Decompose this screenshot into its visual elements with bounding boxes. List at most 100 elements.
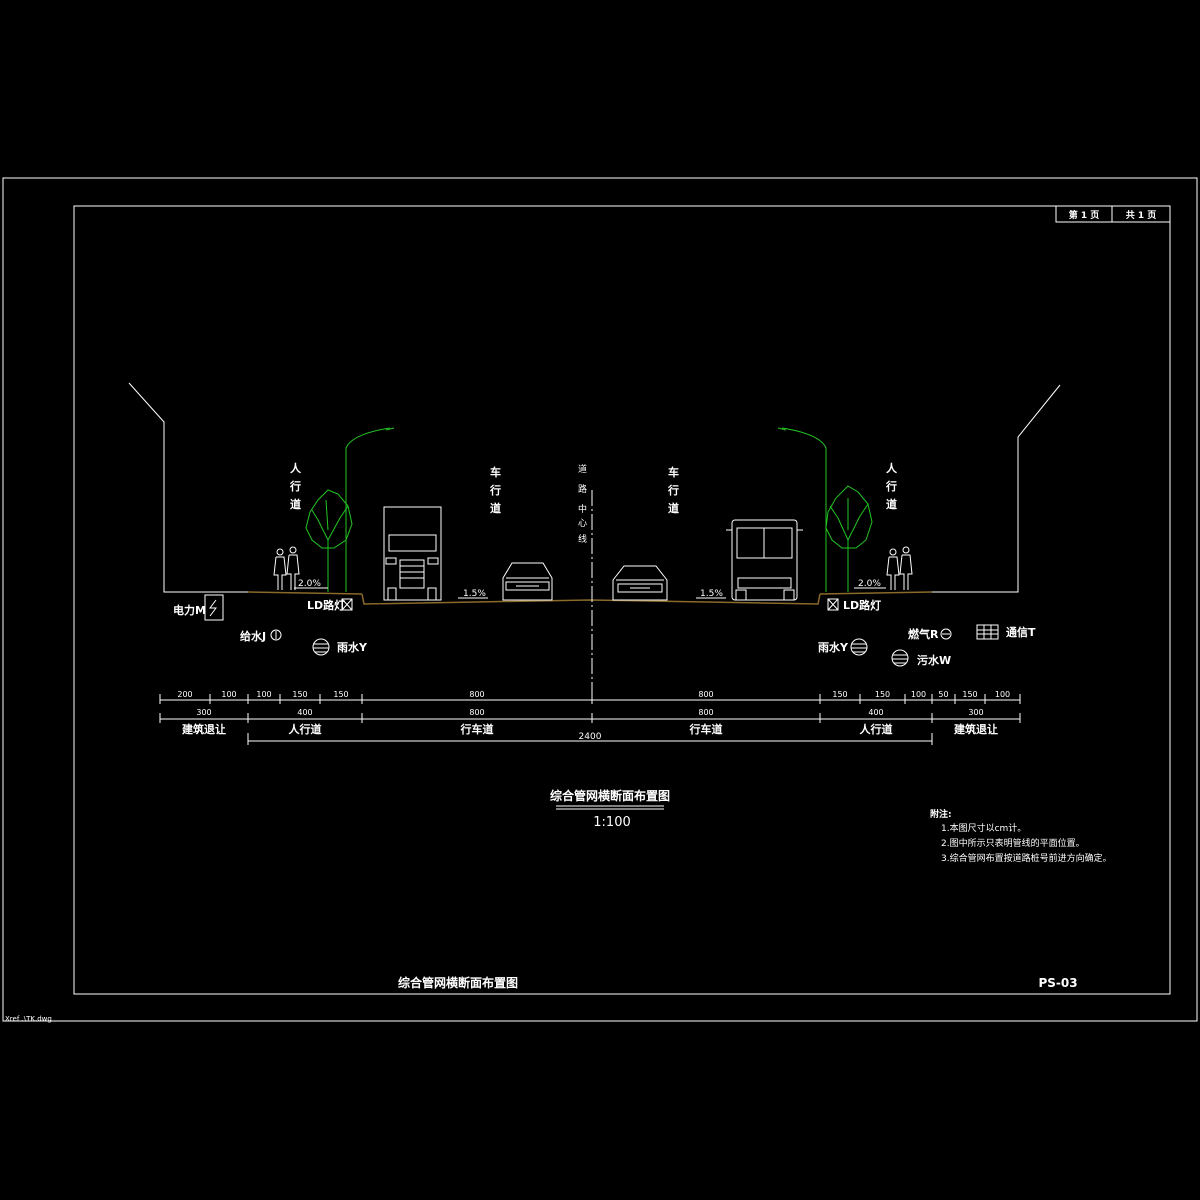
dimension-value: 150	[875, 690, 890, 699]
slope-sidewalk-right: 2.0%	[854, 579, 886, 589]
dimension-value: 100	[221, 690, 236, 699]
utility-power: 电力M	[173, 594, 224, 621]
zone-label-sidewalk-left: 人行道	[289, 461, 302, 511]
page-number: 第 1 页	[1069, 209, 1100, 221]
zone-label-sidewalk-right: 人行道	[885, 461, 898, 511]
svg-text:燃气R: 燃气R	[907, 627, 939, 641]
centerline-char-2: 路	[578, 483, 587, 495]
utility-rain-right: 雨水Y	[818, 638, 868, 656]
svg-text:2.0%: 2.0%	[298, 579, 321, 589]
note-item-2: 2.图中所示只表明管线的平面位置。	[941, 837, 1085, 849]
car-right	[612, 565, 668, 601]
dimension-total-value: 2400	[579, 732, 602, 742]
centerline-char-1: 道	[578, 463, 587, 475]
utility-gas: 燃气R	[907, 627, 952, 641]
dimension-value: 100	[911, 690, 926, 699]
utility-rain-left: 雨水Y	[312, 638, 368, 656]
svg-text:LD路灯: LD路灯	[307, 598, 345, 612]
dimension-value: 100	[256, 690, 271, 699]
page-counter: 第 1 页 共 1 页	[1055, 205, 1171, 223]
svg-text:电力M: 电力M	[173, 603, 206, 617]
utility-light-left: LD路灯	[307, 598, 353, 612]
svg-text:雨水Y: 雨水Y	[337, 640, 368, 654]
dimension-row-2-labels: 建筑退让 人行道 行车道 行车道 人行道 建筑退让	[182, 722, 998, 736]
svg-text:污水W: 污水W	[917, 653, 951, 667]
dimension-zone-label: 行车道	[689, 722, 723, 736]
pedestrians-left	[273, 546, 300, 590]
dimension-value: 50	[938, 690, 948, 699]
svg-text:通信T: 通信T	[1006, 625, 1036, 639]
svg-text:行: 行	[489, 483, 501, 497]
dimension-value: 800	[698, 690, 713, 699]
page-total: 共 1 页	[1126, 209, 1157, 221]
dimension-value: 150	[333, 690, 348, 699]
dimension-value: 150	[962, 690, 977, 699]
dimension-ticks	[159, 694, 1021, 723]
dimension-value: 800	[469, 690, 484, 699]
svg-text:给水J: 给水J	[240, 629, 266, 643]
dimension-value: 800	[698, 708, 713, 717]
truck	[383, 506, 442, 601]
svg-text:车: 车	[490, 465, 501, 479]
svg-text:道: 道	[490, 501, 501, 515]
xref-note: Xref .\TK.dwg	[5, 1015, 52, 1023]
drawing-title: 综合管网横断面布置图	[550, 788, 670, 803]
street-lamp-left	[345, 427, 395, 592]
dimension-value: 800	[469, 708, 484, 717]
centerline-char-4: 心	[578, 518, 587, 529]
dimension-total-line	[247, 733, 933, 745]
dimension-value: 400	[868, 708, 883, 717]
car-left	[502, 562, 553, 601]
dimension-zone-label: 建筑退让	[182, 722, 226, 736]
dimension-value: 300	[196, 708, 211, 717]
inner-frame-border	[73, 205, 1171, 995]
dimension-value: 200	[177, 690, 192, 699]
dimension-value: 400	[297, 708, 312, 717]
outer-sheet-border	[2, 177, 1198, 1022]
svg-text:道: 道	[290, 497, 301, 511]
dimension-zone-label: 行车道	[460, 722, 494, 736]
svg-text:道: 道	[668, 501, 679, 515]
svg-text:1.5%: 1.5%	[700, 589, 723, 599]
bus	[726, 519, 803, 601]
centerline-char-5: 线	[578, 533, 587, 545]
dimension-zone-label: 人行道	[860, 722, 893, 736]
svg-text:道: 道	[886, 497, 897, 511]
svg-text:车: 车	[668, 465, 679, 479]
utility-light-right: LD路灯	[827, 598, 881, 612]
svg-text:LD路灯: LD路灯	[843, 598, 881, 612]
svg-text:2.0%: 2.0%	[858, 579, 881, 589]
tree-right	[825, 485, 873, 592]
drawing-number: PS-03	[1038, 976, 1077, 990]
dimension-zone-label: 建筑退让	[954, 722, 998, 736]
dimension-row-1-values: 200 100 100 150 150 800 800 150 150 100 50 150 100	[177, 690, 1010, 699]
dimension-value: 300	[968, 708, 983, 717]
svg-text:行: 行	[667, 483, 679, 497]
slope-road-right: 1.5%	[696, 589, 726, 599]
zone-label-carriageway-left: 车行道	[489, 465, 501, 515]
svg-text:行: 行	[289, 479, 301, 493]
pedestrians-right	[886, 546, 913, 590]
svg-text:雨水Y: 雨水Y	[818, 640, 849, 654]
dimension-value: 150	[832, 690, 847, 699]
svg-text:人: 人	[290, 461, 302, 475]
utility-sewage: 污水W	[891, 649, 951, 667]
sheet-title: 综合管网横断面布置图	[398, 975, 518, 990]
note-item-3: 3.综合管网布置按道路桩号前进方向确定。	[941, 852, 1112, 864]
centerline-label: 道 路 中 心 线	[578, 463, 587, 545]
drawing-scale: 1:100	[593, 815, 630, 830]
notes-heading: 附注:	[930, 808, 952, 820]
dimension-zone-label: 人行道	[289, 722, 322, 736]
note-item-1: 1.本图尺寸以cm计。	[941, 822, 1026, 834]
dimension-value: 100	[995, 690, 1010, 699]
ground-profile	[128, 382, 1061, 605]
dimension-row-2-values: 300 400 800 800 400 300	[196, 708, 983, 717]
svg-text:行: 行	[885, 479, 897, 493]
slope-road-left: 1.5%	[458, 589, 488, 599]
dimension-value: 150	[292, 690, 307, 699]
centerline-char-3: 中	[578, 503, 587, 515]
zone-label-carriageway-right: 车行道	[667, 465, 679, 515]
svg-text:1.5%: 1.5%	[463, 589, 486, 599]
utility-telecom: 通信T	[976, 624, 1036, 640]
